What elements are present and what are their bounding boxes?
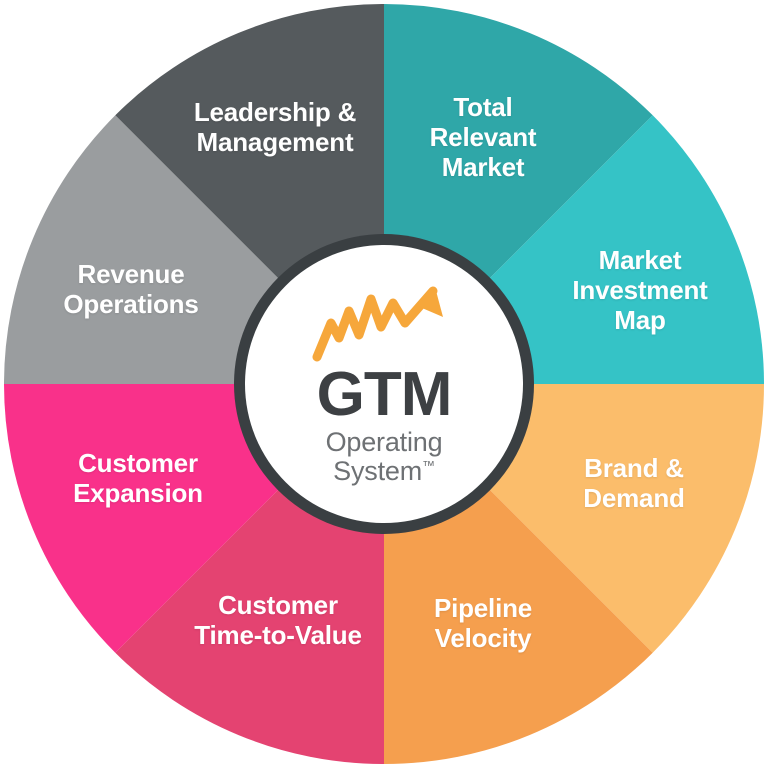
trademark-symbol: ™ [422, 457, 435, 473]
logo-brand-text: GTM [316, 359, 453, 429]
upward-trend-arrow-icon [312, 286, 443, 362]
center-hub: GTM Operating System™ [245, 245, 523, 523]
logo-subtitle-line1: Operating [325, 427, 443, 458]
logo-subtitle-line2: System [333, 455, 422, 486]
logo-subtitle: Operating System™ [326, 428, 443, 485]
